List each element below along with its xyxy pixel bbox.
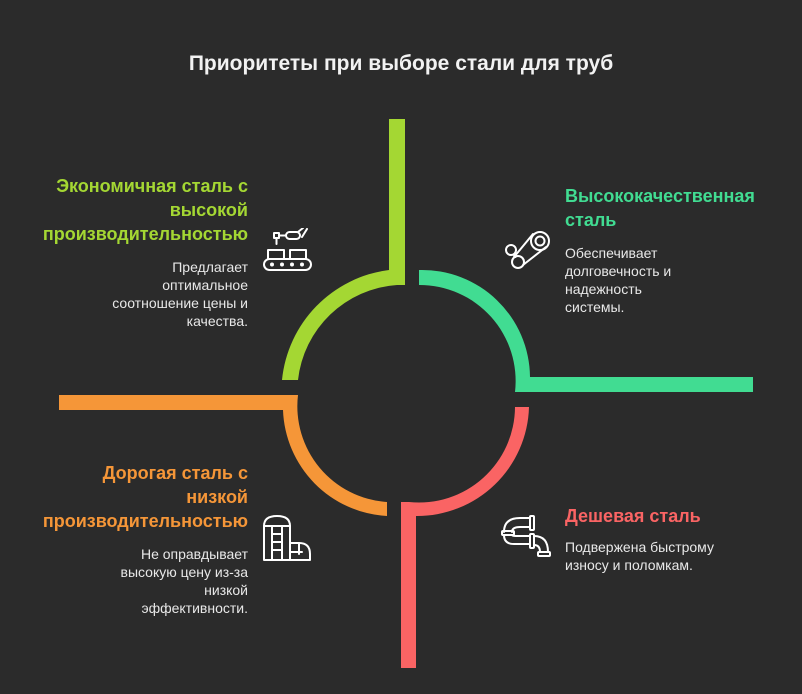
desc-line: Предлагает bbox=[172, 259, 248, 275]
title-line: Дешевая сталь bbox=[565, 506, 701, 526]
quadrant-title: Экономичная сталь с высокой производител… bbox=[20, 174, 248, 246]
quadrant-title: Высококачественная сталь bbox=[565, 184, 785, 232]
title-line: низкой bbox=[186, 487, 248, 507]
desc-line: высокую цену из-за bbox=[120, 564, 249, 580]
title-line: Дорогая сталь с bbox=[102, 463, 248, 483]
gear-belt-icon bbox=[505, 231, 550, 269]
desc-line: системы. bbox=[565, 299, 625, 315]
title-line: производительностью bbox=[42, 224, 248, 244]
teal-arm bbox=[419, 269, 753, 392]
quadrant-description: Не оправдывает высокую цену из-за низкой… bbox=[20, 545, 249, 617]
quadrant-top-right: Высококачественная сталь Обеспечивает до… bbox=[565, 184, 785, 316]
title-line: Экономичная сталь с bbox=[56, 176, 248, 196]
quadrant-description: Подвержена быстрому износу и поломкам. bbox=[565, 538, 785, 574]
quadrant-title: Дорогая сталь с низкой производительност… bbox=[20, 461, 248, 533]
desc-line: долговечность и bbox=[565, 263, 672, 279]
desc-line: износу и поломкам. bbox=[565, 557, 693, 573]
pipe-icon bbox=[501, 515, 551, 557]
quadrant-top-left: Экономичная сталь с высокой производител… bbox=[20, 174, 248, 330]
desc-line: Не оправдывает bbox=[140, 546, 248, 562]
title-line: производительностью bbox=[42, 511, 248, 531]
desc-line: Обеспечивает bbox=[565, 245, 658, 261]
quadrant-title: Дешевая сталь bbox=[565, 504, 785, 528]
desc-line: эффективности. bbox=[141, 600, 248, 616]
page-title: Приоритеты при выборе стали для труб bbox=[188, 52, 614, 75]
title-line: Высококачественная bbox=[565, 186, 755, 206]
quadrant-bottom-right: Дешевая сталь Подвержена быстрому износу… bbox=[565, 504, 785, 574]
orange-arm bbox=[59, 395, 387, 516]
desc-line: низкой bbox=[204, 582, 248, 598]
desc-line: оптимальное bbox=[162, 277, 248, 293]
quadrant-bottom-left: Дорогая сталь с низкой производительност… bbox=[20, 461, 248, 617]
desc-line: соотношение цены и bbox=[112, 295, 248, 311]
robot-arm-conveyor-icon bbox=[263, 228, 312, 271]
green-arm bbox=[282, 119, 405, 380]
desc-line: качества. bbox=[186, 313, 248, 329]
red-arm bbox=[401, 407, 529, 668]
title-line: сталь bbox=[565, 210, 617, 230]
desc-line: надежность bbox=[565, 281, 642, 297]
title-line: высокой bbox=[169, 200, 248, 220]
quadrant-description: Обеспечивает долговечность и надежность … bbox=[565, 244, 785, 316]
desc-line: Подвержена быстрому bbox=[565, 539, 714, 555]
quadrant-description: Предлагает оптимальное соотношение цены … bbox=[20, 258, 248, 330]
silo-factory-icon bbox=[263, 515, 311, 561]
